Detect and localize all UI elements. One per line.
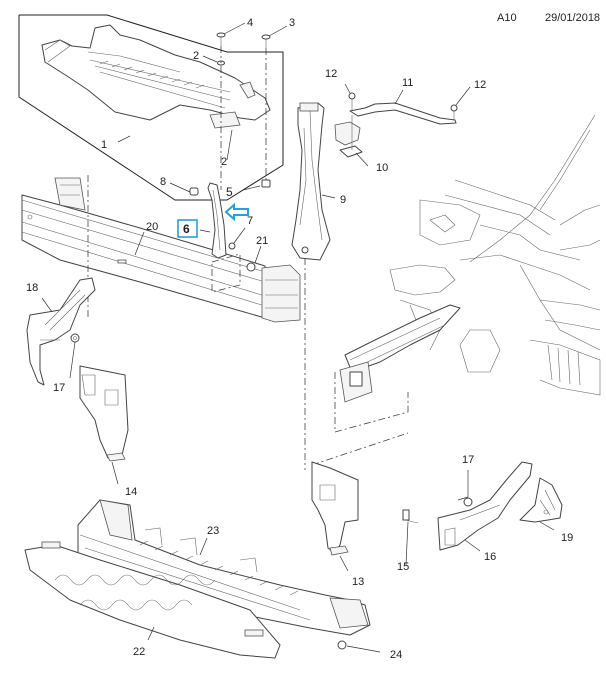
- callout-16: 16: [484, 551, 496, 563]
- leader-lines: [41, 22, 555, 653]
- part-23-energy-absorber: [77, 499, 371, 636]
- part-13-deflector-right: [311, 461, 359, 556]
- callout-6: 6: [183, 222, 190, 236]
- callout-labels: 1 2 2 3 4 5 7 8 9 10 11 12 12 13 14 15 1…: [26, 17, 573, 661]
- part-14-deflector-left: [79, 365, 129, 462]
- part-15-clip: [402, 509, 419, 524]
- part-12-bolt: [450, 104, 458, 120]
- diagram-date: 29/01/2018: [545, 12, 601, 24]
- callout-23: 23: [207, 525, 219, 537]
- callout-7: 7: [247, 215, 253, 227]
- part-19-bracket: [519, 477, 563, 523]
- part-22-lower-absorber: [24, 541, 281, 659]
- callout-14: 14: [125, 486, 137, 498]
- part-9-side-support: [291, 102, 331, 261]
- callout-3: 3: [289, 17, 295, 29]
- vehicle-body-structure: [339, 114, 601, 403]
- part-7-screw: [228, 242, 236, 250]
- callout-9: 9: [340, 194, 346, 206]
- callout-10: 10: [376, 162, 388, 174]
- callout-4: 4: [247, 17, 253, 29]
- part-20-bumper-reinforcement: [21, 177, 301, 323]
- part-3-bolt: [261, 34, 271, 48]
- callout-21: 21: [256, 235, 268, 247]
- part-1-upper-tie-bar: [41, 24, 271, 129]
- callout-12: 12: [474, 79, 486, 91]
- highlighted-callout-6[interactable]: 6: [177, 219, 198, 238]
- part-17-nut: [463, 497, 473, 507]
- callout-17: 17: [462, 454, 474, 466]
- assembly-box-1: [18, 14, 284, 201]
- page-code: A10: [497, 12, 517, 24]
- part-18-bracket-left: [26, 277, 96, 386]
- part-4-bolt: [216, 32, 226, 46]
- callout-2: 2: [193, 50, 199, 62]
- callout-13: 13: [352, 576, 364, 588]
- callout-12: 12: [325, 68, 337, 80]
- part-24-bolt: [337, 640, 347, 650]
- part-16-bracket-right: [437, 461, 533, 551]
- alignment-line: [334, 372, 409, 433]
- part-11-brace: [349, 102, 457, 125]
- callout-1: 1: [101, 139, 107, 151]
- callout-18: 18: [26, 282, 38, 294]
- callout-15: 15: [397, 561, 409, 573]
- alignment-line: [311, 432, 409, 466]
- arrow-left-icon: [224, 202, 249, 222]
- part-17-nut: [70, 333, 80, 343]
- callout-8: 8: [160, 176, 166, 188]
- callout-17: 17: [53, 382, 65, 394]
- part-12-bolt: [348, 92, 356, 110]
- callout-20: 20: [146, 221, 158, 233]
- part-21-bolt: [246, 262, 256, 272]
- alignment-line: [211, 253, 241, 293]
- part-5-nut: [261, 179, 271, 188]
- callout-2: 2: [221, 156, 227, 168]
- callout-11: 11: [402, 77, 413, 89]
- callout-5: 5: [226, 185, 233, 199]
- callout-22: 22: [133, 646, 145, 658]
- part-10-bracket-plate: [334, 115, 363, 158]
- callout-19: 19: [561, 532, 573, 544]
- part-8-nut: [189, 187, 199, 196]
- part-6-bracket: [207, 182, 227, 259]
- callout-24: 24: [390, 649, 402, 661]
